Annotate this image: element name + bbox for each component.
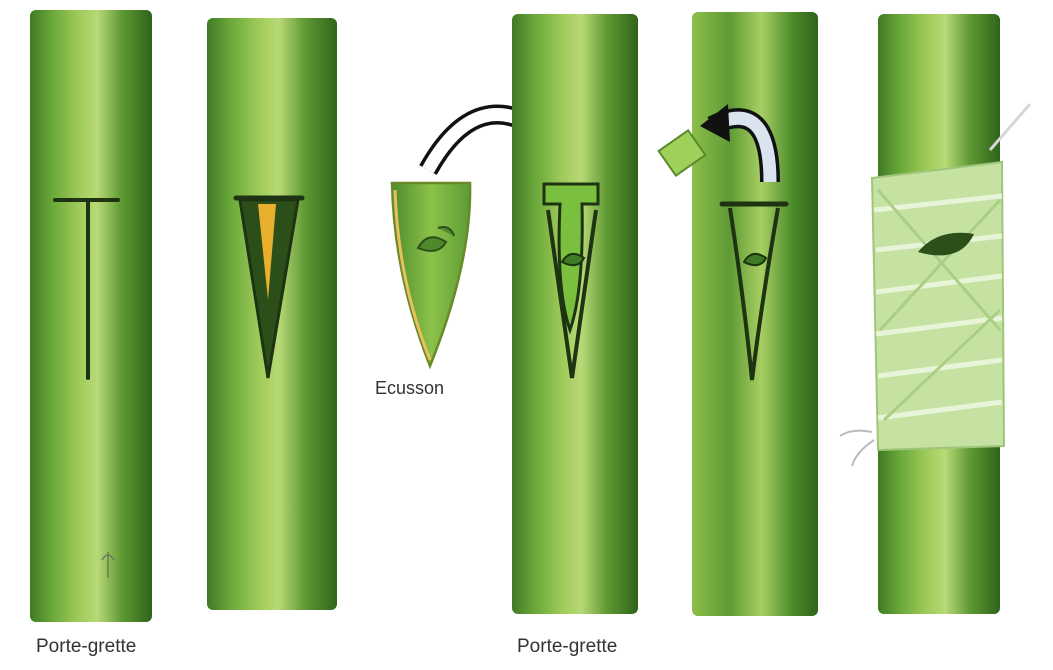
stem-3-shield-inserted: [512, 14, 638, 614]
scion-shield-ecusson: [392, 183, 470, 366]
stem-5-tied: [840, 14, 1030, 614]
stem-2-bark-opened: [207, 18, 337, 610]
stem-5-tie-ends: [840, 431, 874, 466]
label-scion-shield: Ecusson: [375, 378, 444, 399]
stem-1-t-cut: [30, 10, 152, 622]
stem-4-bark: [692, 12, 818, 616]
label-rootstock-right: Porte-grette: [517, 636, 617, 658]
label-rootstock-left: Porte-grette: [36, 636, 136, 658]
stem-4-shield-trimmed: [659, 12, 818, 616]
stem-1-bark: [30, 10, 152, 622]
